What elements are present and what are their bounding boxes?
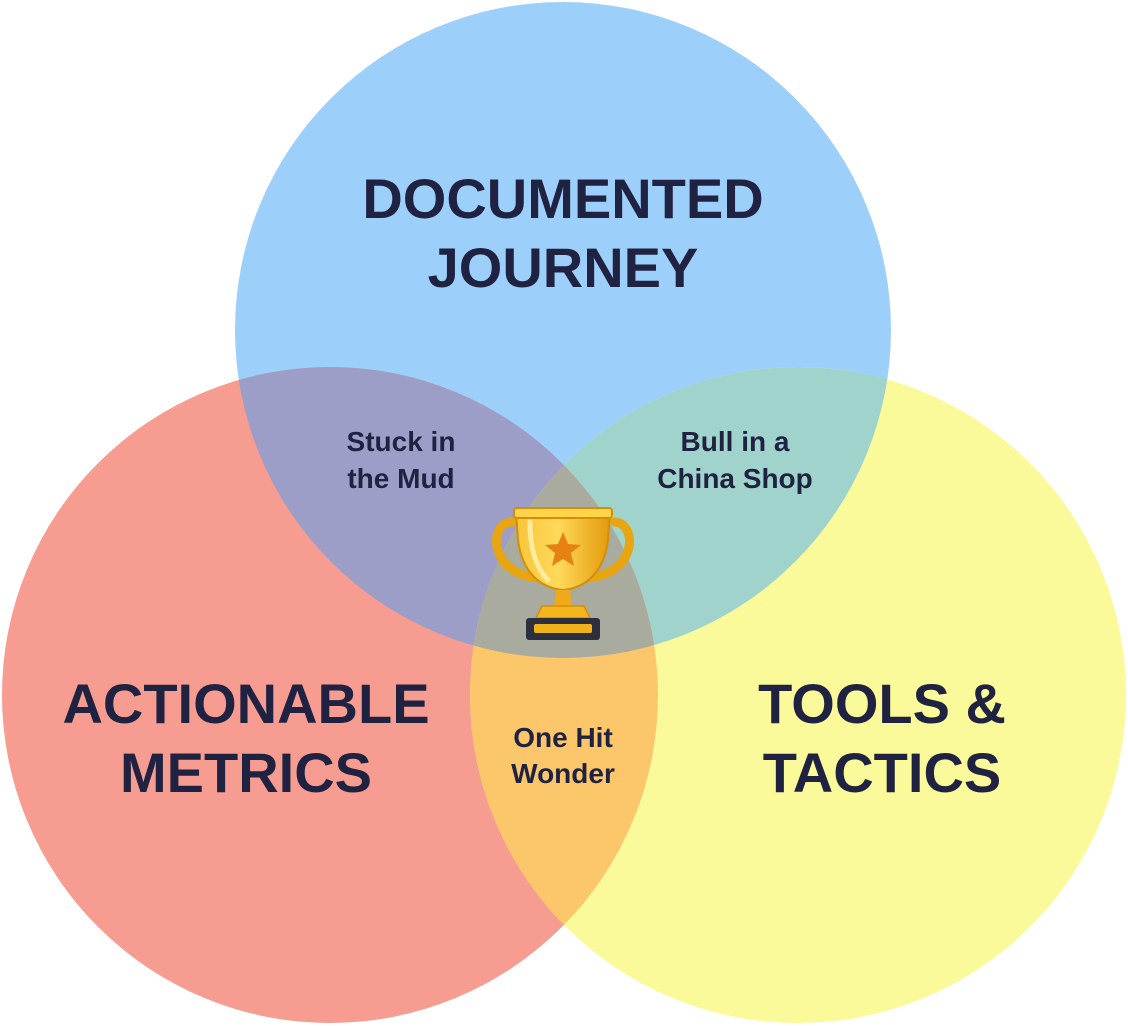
overlap-journey-tactics bbox=[470, 367, 891, 658]
label-bull-in-a-china-shop-line2: China Shop bbox=[657, 463, 813, 494]
label-tools-tactics-line1: TOOLS & bbox=[758, 672, 1006, 735]
label-one-hit-wonder-line1: One Hit bbox=[513, 722, 613, 753]
label-one-hit-wonder-line2: Wonder bbox=[511, 758, 615, 789]
label-stuck-in-the-mud-line1: Stuck in bbox=[347, 426, 456, 457]
label-actionable-metrics-line1: ACTIONABLE bbox=[62, 672, 429, 735]
trophy-icon bbox=[492, 507, 634, 640]
label-documented-journey-line1: DOCUMENTED bbox=[362, 167, 763, 230]
label-actionable-metrics-line2: METRICS bbox=[120, 741, 372, 804]
label-documented-journey-line2: JOURNEY bbox=[428, 236, 699, 299]
label-tools-tactics-line2: TACTICS bbox=[763, 741, 1002, 804]
label-bull-in-a-china-shop-line1: Bull in a bbox=[681, 426, 790, 457]
label-stuck-in-the-mud-line2: the Mud bbox=[347, 463, 454, 494]
